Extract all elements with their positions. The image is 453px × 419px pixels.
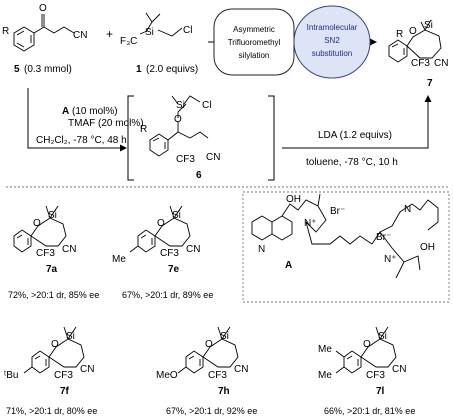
silylation-line2: Trifluoromethyl: [228, 38, 281, 47]
ketone-oxygen: O: [39, 3, 47, 14]
step2-conditions: toluene, -78 °C, 10 h: [306, 157, 398, 168]
intermediate-chlorine: Cl: [202, 100, 211, 111]
intermediate-cf3: CF3: [176, 154, 195, 165]
product-7e-label: 7e: [168, 264, 180, 275]
reagent-cf3: F₃C: [120, 36, 137, 47]
product-7l-substituent-2: Me: [318, 370, 332, 381]
product-7e-result: 67%, >20:1 dr, 89% ee: [122, 290, 213, 300]
svg-text:CN: CN: [234, 364, 248, 375]
product-7f-substituent: ᵗBu: [4, 370, 18, 381]
svg-text:CN: CN: [186, 244, 200, 255]
step1-arrow-line: [27, 88, 102, 149]
substitution-line1: Intramolecular: [307, 23, 358, 32]
intermediate-6-structure: O Si Cl R CF3 CN: [140, 95, 220, 165]
product-7l-structure: O Si CF3 CN Me Me: [318, 326, 406, 381]
ketone-r-group: R: [2, 26, 9, 37]
product-7h-label: 7h: [218, 386, 230, 397]
catalyst-bromide-1: Br⁻: [330, 206, 345, 217]
catalyst-bromide-2: Br⁻: [376, 232, 391, 243]
step1-additive: TMAF (20 mol%): [68, 118, 144, 129]
product-7l-substituent-1: Me: [318, 344, 332, 355]
reagent-1-structure: F₃C Si Cl: [120, 12, 192, 47]
product-silicon: Si: [424, 20, 433, 31]
svg-text:O: O: [363, 339, 371, 350]
product-7f-label: 7f: [60, 386, 70, 397]
svg-text:Si: Si: [378, 331, 387, 342]
plus-sign: +: [106, 27, 113, 41]
product-7a-result: 72%, >20:1 dr, 85% ee: [8, 290, 99, 300]
product-7a-structure: O Si CF3 CN: [13, 205, 76, 259]
ketone-5-structure: O R CN: [2, 3, 87, 52]
svg-text:Si: Si: [172, 210, 181, 221]
compound-6-label: 6: [196, 170, 202, 181]
compound-5-amount: (0.3 mmol): [24, 64, 72, 75]
svg-text:Si: Si: [48, 210, 57, 221]
intermediate-nitrile: CN: [206, 152, 220, 163]
product-7f-structure: O Si CF3 CN ᵗBu: [4, 326, 94, 381]
product-7e-substituent: Me: [112, 254, 126, 265]
svg-text:CF3: CF3: [366, 370, 385, 381]
product-7h-structure: O Si CF3 CN MeO: [156, 326, 248, 381]
step2-reagent: LDA (1.2 equivs): [318, 130, 392, 141]
catalyst-a-structure: OH N⁺ Br⁻ N N Br⁻ N⁺ OH: [251, 193, 439, 279]
svg-text:O: O: [157, 218, 165, 229]
substitution-line3: substitution: [312, 49, 352, 58]
product-7h-result: 67%, >20:1 dr, 92% ee: [166, 406, 257, 416]
intermediate-silicon: Si: [176, 100, 185, 111]
step1-catalyst: A (10 mol%): [62, 106, 118, 117]
svg-text:CF3: CF3: [160, 248, 179, 259]
product-7h-substituent: MeO: [156, 370, 178, 381]
step2-arrow: [282, 95, 432, 149]
intermediate-r-group: R: [140, 124, 147, 135]
svg-text:CF3: CF3: [208, 370, 227, 381]
catalyst-quinoline-n-1: N: [258, 244, 265, 255]
catalyst-box: [242, 191, 450, 303]
catalyst-hydroxyl-1: OH: [286, 194, 301, 205]
svg-text:O: O: [33, 218, 41, 229]
svg-text:CN: CN: [392, 364, 406, 375]
svg-text:CF3: CF3: [54, 370, 73, 381]
catalyst-hydroxyl-2: OH: [420, 242, 435, 253]
step1-conditions: CH₂Cl₂, -78 °C, 48 h: [36, 135, 127, 146]
product-7a-label: 7a: [46, 264, 58, 275]
compound-7-label: 7: [427, 78, 433, 89]
product-7l-label: 7l: [376, 386, 385, 397]
product-7l-result: 66%, >20:1 dr, 81% ee: [324, 406, 415, 416]
reagent-chlorine: Cl: [183, 25, 192, 36]
bracket-left: [127, 95, 134, 181]
svg-text:O: O: [51, 339, 59, 350]
ketone-nitrile: CN: [73, 30, 87, 41]
bracket-right: [268, 95, 275, 181]
silylation-line3: silylation: [239, 51, 270, 60]
catalyst-quinoline-n-2: N: [404, 204, 411, 215]
compound-1-label: 1: [136, 64, 142, 75]
svg-text:Si: Si: [66, 331, 75, 342]
compound-5-label: 5: [14, 64, 20, 75]
compound-1-amount: (2.0 equivs): [146, 64, 198, 75]
reagent-silicon: Si: [145, 27, 154, 38]
product-7e-structure: O Si CF3 CN Me: [112, 205, 200, 265]
product-nitrile: CN: [434, 58, 448, 69]
product-7f-result: 71%, >20:1 dr, 80% ee: [6, 406, 97, 416]
svg-text:CN: CN: [62, 244, 76, 255]
svg-text:O: O: [205, 339, 213, 350]
intermediate-oxygen: O: [174, 114, 182, 125]
product-7-structure: O Si R CF3 CN: [388, 19, 448, 69]
catalyst-label: A: [285, 260, 292, 271]
svg-text:CN: CN: [80, 364, 94, 375]
substitution-circle: [293, 5, 371, 79]
svg-text:Si: Si: [220, 331, 229, 342]
svg-text:CF3: CF3: [36, 248, 55, 259]
catalyst-ammonium-1: N⁺: [304, 218, 317, 229]
catalyst-ammonium-2: N⁺: [384, 254, 397, 265]
silylation-line1: Asymmetric: [233, 25, 275, 34]
product-cf3: CF3: [411, 58, 430, 69]
substitution-line2: SN2: [324, 36, 340, 45]
product-oxygen: O: [409, 26, 417, 37]
product-r-group: R: [396, 29, 403, 40]
